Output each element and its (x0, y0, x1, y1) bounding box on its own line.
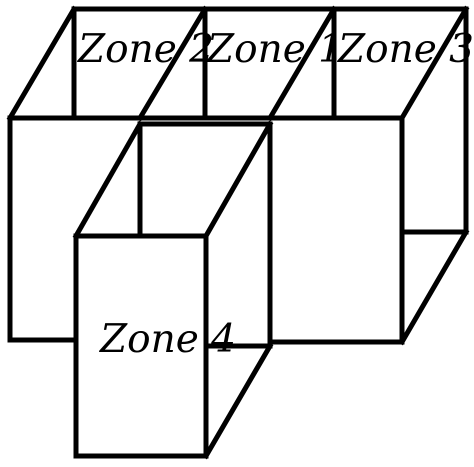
zone-1-label: Zone 1 (205, 27, 343, 72)
zone-3-right-diagonal (398, 5, 470, 122)
zone-3-left-diagonal (266, 5, 338, 122)
zone-2-left-diagonal (6, 5, 78, 122)
zone-4-label: Zone 4 (98, 317, 236, 362)
zone-3-bottom-right-diagonal (398, 228, 470, 346)
zone-1-left-diagonal (136, 5, 209, 122)
zone-2-label: Zone 2 (76, 27, 214, 72)
zone-4-bottom-right-diagonal (202, 342, 274, 460)
zone-4-box (72, 120, 274, 460)
zone-3-label: Zone 3 (336, 27, 474, 72)
zone-4-left-diagonal (72, 120, 144, 240)
upper-row-boxes (6, 5, 470, 346)
zone-4-right-diagonal (202, 120, 274, 240)
